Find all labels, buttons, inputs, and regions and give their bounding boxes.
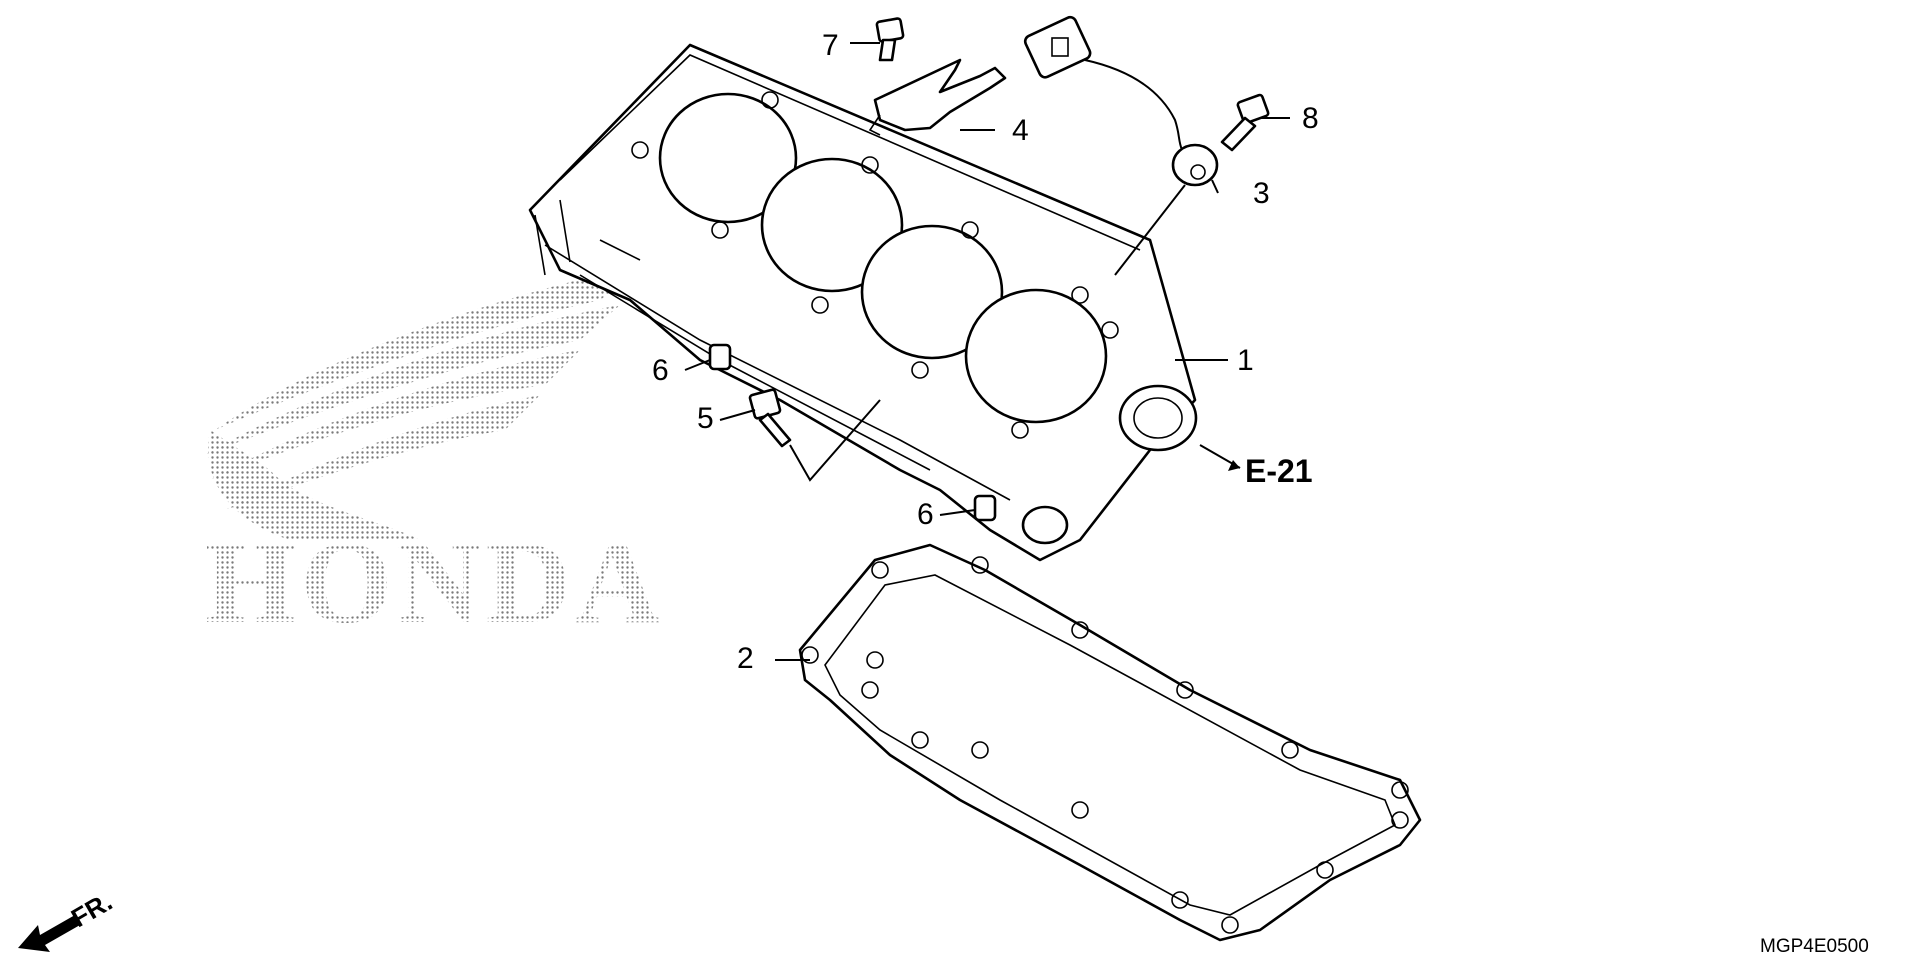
- flange-bolt-5: [748, 388, 792, 448]
- front-direction-arrow-icon: [18, 915, 80, 952]
- section-reference-e21: E-21: [1245, 453, 1313, 489]
- diagram-code: MGP4E0500: [1760, 936, 1869, 957]
- harness-bracket: [868, 58, 1007, 136]
- honda-watermark-text: HONDA: [205, 517, 664, 648]
- cylinder-gasket: [798, 543, 1422, 942]
- callout-6-lower: 6: [917, 498, 934, 531]
- leader-lines: [684, 42, 1290, 661]
- callout-2: 2: [737, 642, 754, 675]
- callout-5: 5: [697, 402, 714, 435]
- callout-6-upper: 6: [652, 354, 669, 387]
- callout-4: 4: [1012, 114, 1029, 147]
- callout-7: 7: [822, 29, 839, 62]
- callout-3: 3: [1253, 177, 1270, 210]
- flange-bolt-7: [875, 17, 905, 62]
- dowel-pin-6-lower: [973, 494, 997, 522]
- dowel-pin-6-upper: [708, 343, 732, 371]
- flange-bolt-8: [1220, 93, 1270, 152]
- honda-wing-logo: [205, 265, 645, 540]
- knock-sensor: [1023, 15, 1219, 187]
- cylinder-block: [528, 43, 1198, 562]
- callout-8: 8: [1302, 102, 1319, 135]
- callout-1: 1: [1237, 344, 1254, 377]
